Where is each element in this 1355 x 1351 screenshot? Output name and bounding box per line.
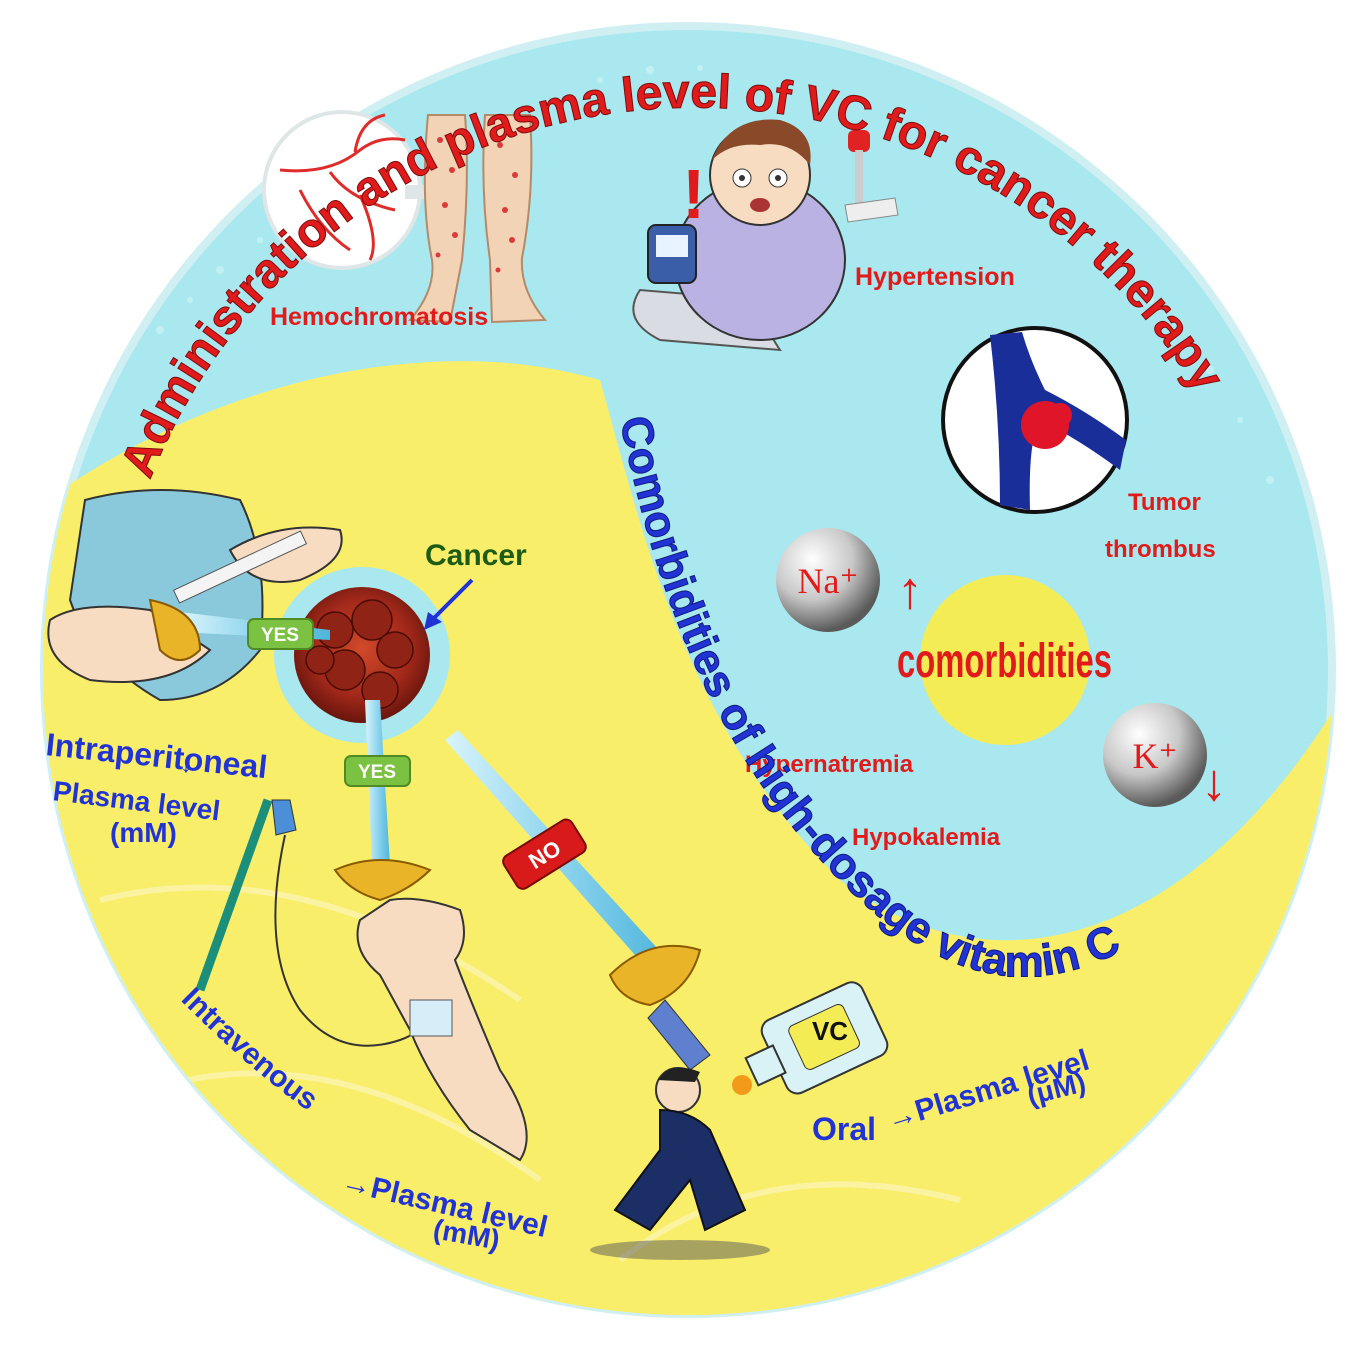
cancer-label: Cancer xyxy=(425,539,527,572)
potassium-ion-ball xyxy=(1103,703,1207,807)
potassium-down-arrow: ↓ xyxy=(1201,754,1227,812)
tumor-lobes xyxy=(305,599,414,709)
cancer-pointer-arrow xyxy=(430,578,474,622)
hemochromatosis-label: Hemochromatosis xyxy=(270,303,488,331)
vessel-branches xyxy=(279,113,406,261)
yes-tag-2 xyxy=(344,755,411,787)
sodium-ion-ball xyxy=(776,528,880,632)
comorbidities-center-label: comorbidities xyxy=(897,634,1112,688)
tumor-label-line2: thrombus xyxy=(1105,536,1216,563)
iv-patch xyxy=(409,999,453,1037)
exclamation-icon: ! xyxy=(682,155,705,233)
decorative-dots xyxy=(156,65,1274,484)
vc-bottle-icon xyxy=(744,981,889,1095)
yes-tag-1 xyxy=(247,618,314,650)
potassium-ion-label: K⁺ xyxy=(1133,736,1178,776)
tumor-thrombus-illustration xyxy=(941,326,1129,514)
iv-pole xyxy=(195,798,273,992)
legs xyxy=(407,114,548,324)
yes-tag-1-label: YES xyxy=(261,625,299,646)
vc-bottle-label: VC xyxy=(812,1016,848,1046)
comorbidities-center-circle xyxy=(920,575,1090,745)
hypokalemia-label: Hypokalemia xyxy=(852,824,1001,851)
iv-bag-icon xyxy=(271,799,297,836)
hypertension-label: Hypertension xyxy=(855,263,1015,291)
intravenous-illustration xyxy=(195,798,528,1162)
hemochromatosis-illustration xyxy=(262,110,548,324)
oral-label: Oral xyxy=(812,1111,876,1147)
drinker-body xyxy=(613,1108,747,1232)
no-tag: NO xyxy=(502,818,587,890)
syringe-icon xyxy=(172,530,308,604)
alarm-light-icon xyxy=(848,130,870,152)
sodium-up-arrow: ↑ xyxy=(897,562,923,620)
intraperitoneal-down-arrow: ↓ xyxy=(180,751,192,778)
sodium-ion-label: Na⁺ xyxy=(798,561,859,601)
hypertension-illustration: ! xyxy=(632,119,899,352)
tumor-label-line1: Tumor xyxy=(1128,489,1201,516)
intraperitoneal-unit: (mM) xyxy=(110,817,177,848)
oral-illustration: VC xyxy=(590,981,889,1260)
yes-tag-2-label: YES xyxy=(358,762,396,783)
hypernatremia-label: Hypernatremia xyxy=(745,751,914,778)
